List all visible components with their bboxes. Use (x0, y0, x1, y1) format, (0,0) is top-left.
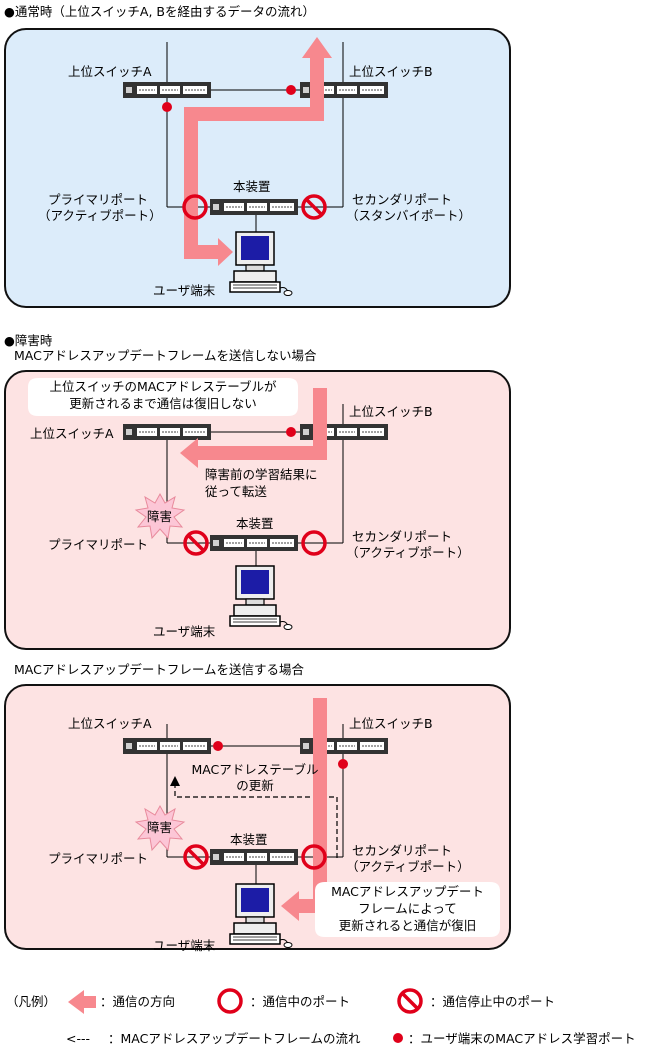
device-icon (209, 534, 299, 552)
user-terminal-icon (229, 565, 293, 631)
switch-b-label: 上位スイッチB (349, 404, 433, 419)
switch-a-icon (122, 737, 212, 755)
flow-arrow-head-up (302, 37, 332, 58)
case2-title: MACアドレスアップデートフレームを送信する場合 (14, 662, 304, 677)
legend-learning-port-label: ：ユーザ端末のMACアドレス学習ポート (408, 1031, 636, 1046)
learning-port-icon (213, 741, 223, 751)
secondary-port-status: （アクティブポート） (346, 859, 470, 874)
table-update-line2: の更新 (236, 778, 274, 793)
switch-a-label: 上位スイッチA (68, 64, 152, 79)
legend-title: （凡例） (6, 994, 57, 1009)
forward-note-line1: 障害前の学習結果に (205, 467, 318, 482)
case1-title: MACアドレスアップデートフレームを送信しない場合 (14, 348, 317, 363)
table-update-line1: MACアドレステーブル (191, 762, 319, 777)
primary-port-label: プライマリポート (48, 851, 149, 866)
switch-a-label: 上位スイッチA (30, 426, 114, 441)
primary-port-label: プライマリポート (48, 537, 149, 552)
case2-callout (315, 882, 500, 937)
learning-port-icon (286, 85, 296, 95)
device-icon (209, 848, 299, 866)
device-label: 本装置 (230, 832, 268, 847)
failure-heading: ●障害時 (4, 333, 53, 348)
learning-port-icon (286, 427, 296, 437)
user-terminal-icon (229, 883, 293, 949)
forward-note-line2: 従って転送 (205, 484, 267, 499)
flow-arrow-head-left (281, 891, 299, 921)
user-terminal-label: ユーザ端末 (153, 624, 216, 639)
case2-connections (166, 724, 344, 884)
flow-arrow-head-right (218, 238, 233, 266)
case1-callout (28, 378, 298, 416)
switch-a-icon (122, 81, 212, 99)
legend-update-flow-label: ：MACアドレスアップデートフレームの流れ (108, 1031, 361, 1046)
secondary-port-label: セカンダリポート (352, 843, 453, 858)
learning-port-icon (338, 759, 348, 769)
user-terminal-icon (229, 231, 293, 297)
legend-direction-arrow (68, 990, 84, 1014)
device-icon (209, 198, 299, 216)
user-terminal-label: ユーザ端末 (153, 938, 216, 953)
flow-arrow-head-left (180, 438, 198, 468)
case1-flow-arrow (196, 388, 327, 460)
switch-b-label: 上位スイッチB (349, 716, 433, 731)
case2-flow-arrow (296, 698, 327, 913)
recover-line3: 更新されると通信が復旧 (338, 918, 477, 933)
legend-learning-port-icon (393, 1033, 403, 1043)
learning-port-icon (162, 102, 172, 112)
secondary-port-label: セカンダリポート (352, 192, 453, 207)
fault-label: 障害 (147, 509, 173, 524)
device-label: 本装置 (236, 516, 274, 531)
switch-a-icon (122, 423, 212, 441)
secondary-port-status: （スタンバイポート） (346, 208, 472, 223)
secondary-port-label: セカンダリポート (352, 529, 453, 544)
legend-graphics (68, 988, 423, 1043)
user-terminal-label: ユーザ端末 (153, 283, 216, 298)
normal-flow-arrow (184, 53, 324, 259)
callout-line1: 上位スイッチのMACアドレステーブルが (49, 379, 277, 394)
legend-stopped-port-icon (397, 988, 423, 1014)
secondary-port-status: （アクティブポート） (346, 545, 470, 560)
device-label: 本装置 (233, 179, 271, 194)
primary-port-status: （アクティブポート） (38, 208, 162, 223)
callout-line2: 更新されるまで通信は復旧しない (69, 396, 257, 411)
legend-direction-label: ：通信の方向 (100, 994, 176, 1009)
normal-heading: ●通常時（上位スイッチA, Bを経由するデータの流れ） (4, 4, 315, 19)
normal-connections (166, 42, 344, 232)
switch-a-label: 上位スイッチA (68, 716, 152, 731)
legend-update-flow-arrow: <--- (66, 1031, 91, 1046)
update-arrow-head (170, 776, 180, 786)
fault-label: 障害 (147, 820, 173, 835)
legend-active-port-label: ：通信中のポート (250, 994, 351, 1009)
switch-b-label: 上位スイッチB (349, 64, 433, 79)
recover-line1: MACアドレスアップデート (331, 884, 484, 899)
primary-port-label: プライマリポート (48, 192, 149, 207)
legend-active-port-icon (217, 988, 243, 1014)
legend-stopped-port-label: ：通信停止中のポート (430, 994, 556, 1009)
recover-line2: フレームによって (358, 901, 457, 916)
